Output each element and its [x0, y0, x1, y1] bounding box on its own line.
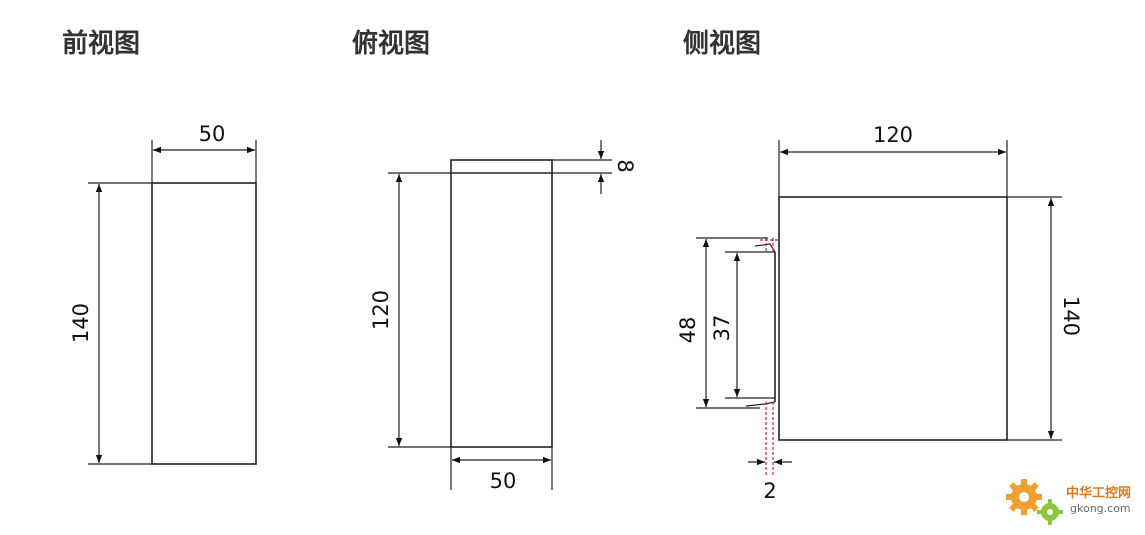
gear-icon [1006, 479, 1042, 515]
small-gear-icon [1037, 499, 1063, 525]
top-depth-label: 120 [369, 290, 393, 330]
front-width-label: 50 [199, 122, 226, 146]
watermark-logo: 中华工控网 gkong.com [1006, 479, 1131, 525]
side-height-label: 140 [1059, 296, 1083, 336]
top-view-outline [450, 159, 553, 448]
side-outer-label: 48 [676, 317, 700, 344]
watermark-url: gkong.com [1070, 502, 1131, 515]
side-view-title: 侧视图 [683, 29, 761, 59]
top-flange-label: 8 [613, 159, 637, 172]
watermark-brand: 中华工控网 [1066, 485, 1131, 501]
side-depth-label: 120 [873, 123, 913, 147]
side-offset-label: 2 [763, 479, 776, 503]
front-view: 前视图 50 140 [62, 28, 257, 465]
front-view-outline [151, 182, 257, 465]
top-width-label: 50 [490, 469, 517, 493]
side-clip-bottom [745, 401, 776, 407]
side-view-body-outline [778, 196, 1008, 441]
side-inner-label: 37 [710, 315, 734, 342]
top-view-title: 俯视图 [352, 28, 430, 59]
side-view: 侧视图 120 140 48 37 2 [676, 29, 1083, 503]
front-height-label: 140 [69, 303, 93, 343]
top-view: 俯视图 8 120 50 [352, 28, 637, 493]
front-view-title: 前视图 [62, 28, 140, 59]
side-clip-top [754, 243, 776, 253]
